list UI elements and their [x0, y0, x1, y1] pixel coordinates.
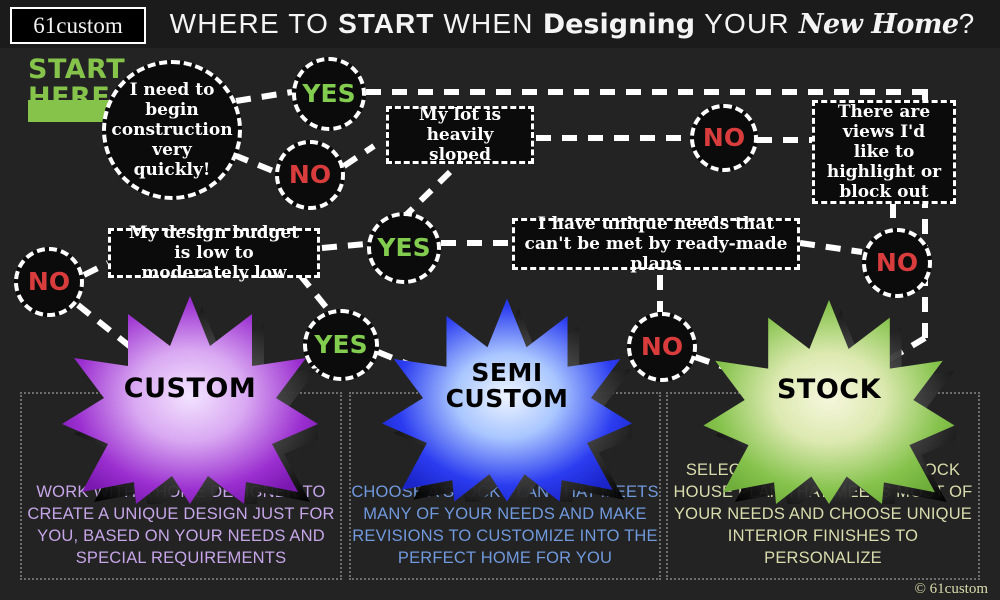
title-part-5: New Home	[798, 8, 959, 40]
question-text: I need to begin construction very quickl…	[111, 79, 233, 181]
badge-no-views[interactable]: NO	[862, 228, 932, 298]
wire-q1-no	[232, 152, 280, 176]
outcome-label-text-line1: SEMI	[471, 358, 543, 387]
wire-no1-q2	[342, 143, 376, 169]
wire-q2-yes2	[403, 169, 453, 218]
title-part-3: Designing	[542, 8, 696, 40]
outcome-label-semi-custom: SEMI CUSTOM	[382, 358, 632, 414]
title-part-4: YOUR	[704, 8, 790, 39]
question-node-construction-speed[interactable]: I need to begin construction very quickl…	[102, 60, 242, 200]
outcome-label-text: CUSTOM	[123, 373, 257, 404]
outcome-label-custom: CUSTOM	[62, 373, 318, 404]
brand-logo[interactable]: 61custom	[10, 7, 146, 44]
wire-no4-q4	[82, 260, 110, 278]
title-part-1: START	[338, 8, 435, 39]
starburst-semi-custom	[382, 298, 632, 502]
badge-label: YES	[302, 79, 356, 109]
badge-label: NO	[640, 332, 684, 362]
badge-no-budget[interactable]: NO	[14, 247, 84, 317]
start-word-1: START	[28, 54, 126, 85]
question-node-unique-needs[interactable]: I have unique needs that can't be met by…	[512, 214, 800, 274]
badge-yes-construction[interactable]: YES	[292, 57, 366, 131]
question-node-views[interactable]: There are views I'd like to highlight or…	[812, 100, 956, 204]
title-part-6: ?	[958, 8, 976, 39]
starburst-stock	[703, 300, 956, 504]
title-part-0: WHERE TO	[169, 8, 330, 39]
badge-no-unique-needs[interactable]: NO	[627, 312, 697, 382]
outcome-label-stock: STOCK	[702, 374, 956, 405]
question-node-budget[interactable]: My design budget is low to moderately lo…	[108, 223, 320, 283]
badge-label: NO	[702, 123, 746, 153]
question-text: I have unique needs that can't be met by…	[524, 213, 788, 275]
badge-label: YES	[377, 233, 431, 263]
question-text: My design budget is low to moderately lo…	[128, 222, 300, 284]
question-text: There are views I'd like to highlight or…	[826, 101, 942, 203]
badge-no-sloped-lot[interactable]: NO	[690, 104, 758, 172]
badge-label: NO	[288, 160, 332, 190]
page-title: WHERE TO START WHEN Designing YOUR New Home?	[150, 4, 995, 44]
badge-label: YES	[314, 330, 368, 360]
title-part-2: WHEN	[443, 8, 534, 39]
outcome-label-text: STOCK	[776, 374, 882, 405]
badge-label: NO	[27, 267, 71, 297]
wire-q4-yes2	[321, 241, 367, 251]
question-node-sloped-lot[interactable]: My lot is heavily sloped	[386, 104, 534, 166]
question-text: My lot is heavily sloped	[418, 104, 502, 166]
header-bar: 61custom WHERE TO START WHEN Designing YOUR N…	[0, 0, 1000, 48]
starburst-custom	[62, 296, 318, 504]
copyright-notice: © 61custom	[914, 581, 988, 597]
outcome-label-text-line2: CUSTOM	[445, 384, 569, 414]
wire-q5-noright	[799, 240, 863, 255]
wire-q1-yes	[235, 89, 293, 104]
badge-yes-sloped-lot[interactable]: YES	[367, 212, 441, 284]
badge-label: NO	[875, 248, 919, 278]
badge-no-construction[interactable]: NO	[275, 140, 345, 210]
